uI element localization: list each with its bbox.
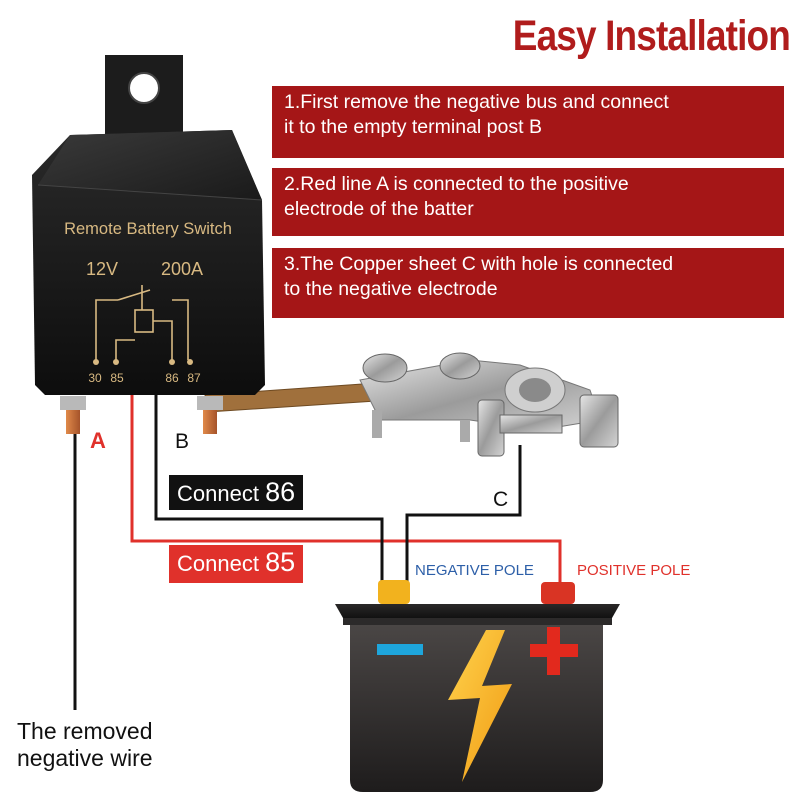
- negative-post: [378, 580, 410, 604]
- plus-symbol: [530, 627, 578, 675]
- step-3-line-2: to the negative electrode: [284, 278, 498, 300]
- removed-wire-line-1: The removed: [17, 718, 153, 744]
- step-2-line-2: electrode of the batter: [284, 198, 474, 220]
- connect-85-label: Connect 85: [169, 545, 304, 583]
- pin-30: 30: [88, 371, 102, 385]
- step-2-line-1: 2.Red line A is connected to the positiv…: [284, 173, 629, 195]
- relay-current: 200A: [161, 259, 203, 279]
- step-1: 1.First remove the negative bus and conn…: [272, 86, 784, 158]
- positive-post: [541, 582, 575, 604]
- step-3: 3.The Copper sheet C with hole is connec…: [272, 248, 784, 318]
- black-wire-c: [405, 445, 522, 590]
- relay-voltage: 12V: [86, 259, 118, 279]
- step-2: 2.Red line A is connected to the positiv…: [272, 168, 784, 236]
- battery: [335, 580, 620, 792]
- relay: [32, 55, 265, 395]
- removed-wire-caption: The removed negative wire: [17, 718, 153, 772]
- lightning-bolt-icon: [448, 630, 512, 782]
- marker-c: C: [493, 488, 509, 511]
- page-title: Easy Installation: [512, 12, 791, 60]
- black-wire-86: [154, 395, 384, 590]
- connect-86-label: Connect 86: [169, 475, 304, 510]
- terminal-b: [197, 396, 223, 434]
- pin-87: 87: [187, 371, 201, 385]
- relay-label: Remote Battery Switch: [64, 220, 232, 238]
- positive-pole-label: POSITIVE POLE: [577, 562, 691, 579]
- step-3-line-1: 3.The Copper sheet C with hole is connec…: [284, 253, 674, 275]
- connect-85-text: Connect: [177, 551, 266, 576]
- connect-85-number: 85: [265, 547, 296, 577]
- red-wire-a: [130, 395, 562, 595]
- negative-pole-label: NEGATIVE POLE: [415, 562, 534, 579]
- terminal-a: [60, 396, 86, 434]
- pin-85: 85: [110, 371, 124, 385]
- step-1-line-1: 1.First remove the negative bus and conn…: [284, 91, 669, 113]
- connect-86-text: Connect: [177, 481, 266, 506]
- pin-86: 86: [165, 371, 179, 385]
- removed-wire-line-2: negative wire: [17, 745, 153, 771]
- marker-b: B: [175, 430, 190, 453]
- minus-symbol: [377, 644, 423, 655]
- connect-86-number: 86: [265, 477, 296, 507]
- step-1-line-2: it to the empty terminal post B: [284, 116, 542, 138]
- battery-clamp: [359, 352, 619, 457]
- marker-a: A: [90, 428, 106, 453]
